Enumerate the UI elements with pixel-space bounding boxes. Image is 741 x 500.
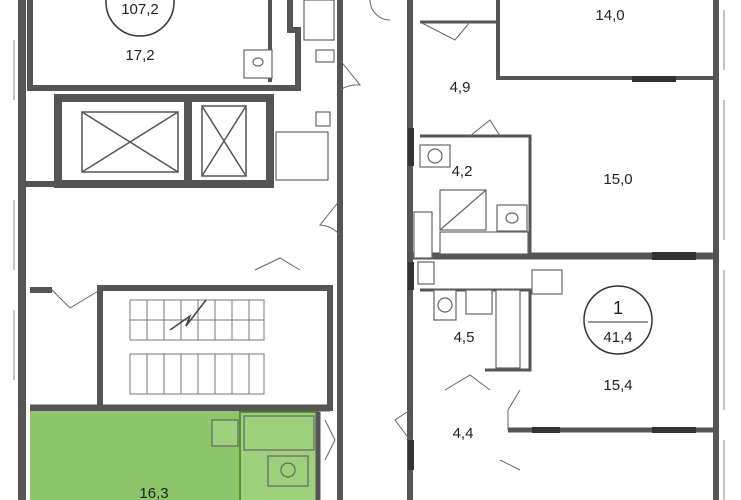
apartment-badge-top[interactable]: 107,2 bbox=[105, 0, 175, 37]
door-swings bbox=[51, 0, 521, 471]
room-area-4-4: 4,4 bbox=[453, 425, 474, 442]
room-area-4-5: 4,5 bbox=[454, 329, 475, 346]
room-area-15-0: 15,0 bbox=[603, 171, 632, 188]
room-area-15-4: 15,4 bbox=[603, 377, 632, 394]
room-area-4-2: 4,2 bbox=[452, 163, 473, 180]
room-area-4-9: 4,9 bbox=[450, 79, 471, 96]
elevator-shafts bbox=[81, 105, 247, 177]
apartment-total-area: 107,2 bbox=[121, 1, 159, 18]
staircase bbox=[129, 299, 265, 395]
room-area-14-0: 14,0 bbox=[595, 7, 624, 24]
windows bbox=[13, 10, 725, 500]
apartment-room-count: 1 bbox=[613, 298, 623, 318]
room-area-16-3: 16,3 bbox=[139, 485, 168, 500]
window-accents bbox=[408, 76, 696, 470]
room-area-17-2: 17,2 bbox=[125, 47, 154, 64]
apartment-badge-1[interactable]: 1 41,4 bbox=[583, 285, 653, 355]
sanitary-fixtures bbox=[211, 0, 563, 487]
apartment-total-area: 41,4 bbox=[603, 329, 632, 346]
